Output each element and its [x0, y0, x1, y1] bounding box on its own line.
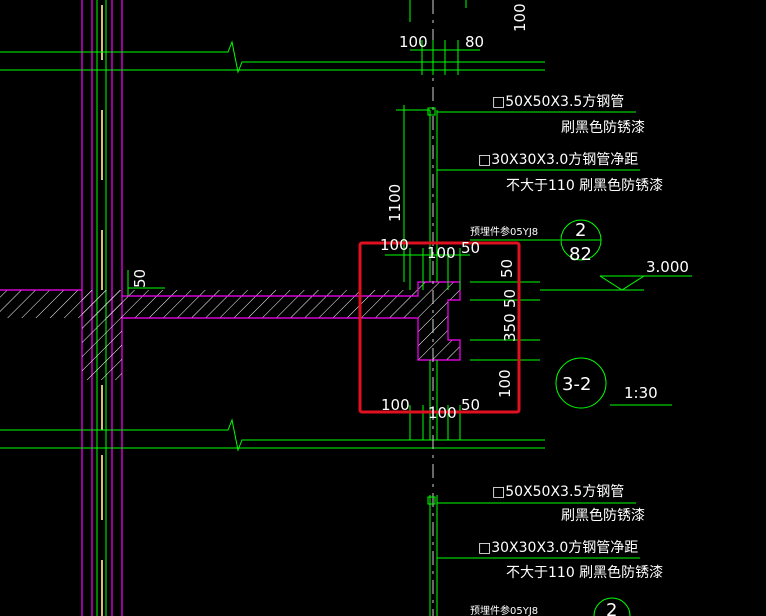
note-steel-pipe-50: □50X50X3.5方钢管	[492, 94, 624, 110]
scale-label: 1:30	[624, 384, 658, 402]
leader-lines	[427, 107, 640, 559]
dim-right-100: 100	[496, 369, 514, 398]
detail-index-symbol-bottom	[593, 597, 631, 616]
dim-right-350: 350	[501, 313, 519, 342]
dim-right-50: 50	[498, 259, 516, 278]
railing-lines	[409, 0, 467, 616]
section-symbol	[555, 357, 672, 409]
note-paint-1: 刷黑色防锈漆	[561, 119, 645, 136]
note-embed-reference-bottom: 预埋件参05YJ8	[470, 604, 538, 616]
dim-top-100: 100	[399, 33, 428, 51]
dim-top-100-vertical: 100	[511, 3, 529, 32]
note-spacing-paint-2: 不大于110 刷黑色防锈漆	[506, 564, 663, 581]
highlight-box	[358, 241, 521, 414]
note-steel-pipe-50-bottom: □50X50X3.5方钢管	[492, 484, 624, 500]
detail-sheet: 82	[569, 244, 592, 265]
level-symbol	[540, 275, 692, 291]
note-embed-reference: 预埋件参05YJ8	[470, 225, 538, 238]
dim-right-50b: 50	[501, 289, 519, 308]
dim-height-1100: 1100	[386, 184, 404, 222]
dim-bottom-100a: 100	[381, 396, 410, 414]
floor-slab	[0, 281, 461, 380]
note-spacing-paint-1: 不大于110 刷黑色防锈漆	[506, 177, 663, 194]
dim-bottom-100b: 100	[428, 404, 457, 422]
note-steel-pipe-30-bottom: □30X30X3.0方钢管净距	[478, 540, 638, 556]
detail-index-symbol	[560, 219, 602, 261]
break-line-bottom	[0, 418, 545, 452]
dim-left-100: 100	[380, 236, 409, 254]
dim-mid-50: 50	[461, 239, 480, 257]
detail-number: 2	[575, 220, 586, 241]
note-steel-pipe-30: □30X30X3.0方钢管净距	[478, 152, 638, 168]
break-line-top	[0, 40, 545, 74]
dim-mid-100: 100	[427, 244, 456, 262]
detail-number-bottom: 2	[606, 600, 617, 616]
note-paint-2: 刷黑色防锈漆	[561, 507, 645, 524]
dim-top-80: 80	[465, 33, 484, 51]
dim-slab-50: 50	[131, 269, 149, 288]
dim-bottom-50: 50	[461, 396, 480, 414]
section-label: 3-2	[562, 374, 591, 395]
level-value: 3.000	[646, 258, 689, 276]
